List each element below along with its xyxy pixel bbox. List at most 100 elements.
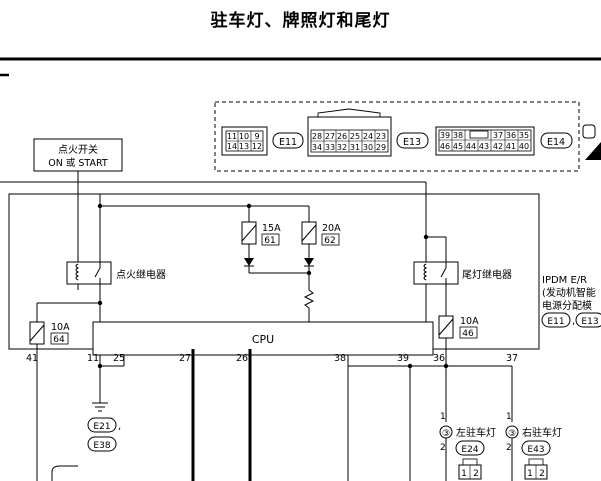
pin-label: 31 [350, 143, 360, 152]
pin-label: 36 [506, 131, 516, 140]
terminal-label: 36 [433, 353, 445, 364]
terminal-label: 37 [506, 353, 518, 364]
connector-id: E13 [581, 317, 598, 327]
pin-label: 39 [440, 131, 450, 140]
plug-pin: 2 [539, 469, 545, 479]
terminal-label: 38 [334, 353, 346, 364]
lamp-label: 左驻车灯 [456, 426, 496, 439]
terminal-label: 26 [236, 353, 248, 364]
ipdm-desc-line1: (发动机智能 [542, 286, 596, 299]
pin-label: 38 [453, 131, 463, 140]
lamp-pin: 1 [440, 412, 446, 422]
ignition-relay-label: 点火继电器 [116, 268, 166, 281]
fuse-10a-left: 10A 64 [29, 321, 70, 345]
fuse-15a: 15A 61 [241, 221, 281, 246]
ground-separator: , [118, 421, 121, 432]
lamp-label: 右驻车灯 [522, 426, 562, 439]
pin-label: 41 [506, 142, 516, 151]
pin-label: 45 [453, 142, 463, 151]
ignition-switch-mode: ON 或 START [48, 157, 108, 169]
pin-label: 23 [376, 132, 386, 141]
coil-icon [423, 263, 428, 281]
ignition-switch-label: 点火开关 [58, 143, 98, 156]
pin-label: 12 [252, 142, 262, 151]
ground-icon [92, 402, 108, 412]
pin-label: 42 [493, 142, 503, 151]
pin-label: 29 [376, 143, 386, 152]
pin-label: 25 [350, 132, 360, 141]
switch-contact-icon [94, 267, 101, 278]
diode-icon [304, 258, 314, 266]
lamp-pin: 2 [506, 443, 512, 453]
pin-label: 30 [363, 143, 373, 152]
fuse-number: 46 [462, 329, 474, 339]
coil-icon [75, 263, 80, 281]
ignition-relay: 点火继电器 [66, 261, 166, 285]
pin-label: 40 [519, 142, 529, 151]
switch-contact-icon [440, 267, 447, 278]
connector-e13: 28 27 26 25 24 23 34 33 32 31 30 29 E13 [307, 108, 429, 157]
right-parking-lamp: 1 ③ 右驻车灯 2 E43 1 2 [505, 412, 562, 481]
connector-id: E11 [547, 317, 564, 327]
terminal-label: 41 [26, 353, 38, 364]
connector-id: E13 [403, 137, 421, 148]
connector-id: E11 [279, 137, 297, 148]
plug-pin: 2 [473, 469, 479, 479]
left-parking-lamp: 1 ③ 左驻车灯 2 E24 1 2 [439, 412, 496, 481]
lamp-symbol: ③ [508, 429, 516, 439]
svg-text:,: , [572, 316, 575, 327]
pin-label: 13 [239, 142, 249, 151]
terminal-label: 27 [179, 353, 191, 364]
pin-label: 11 [227, 132, 237, 141]
terminal-label: 39 [397, 353, 409, 364]
fuse-rating: 15A [262, 223, 281, 234]
fuse-20a: 20A 62 [301, 221, 341, 246]
ground-connector-id: E21 [93, 422, 110, 432]
fuse-rating: 10A [460, 316, 479, 327]
pin-label: 9 [254, 132, 259, 141]
plug-pin: 1 [461, 469, 467, 479]
fuse-rating: 20A [322, 223, 341, 234]
pin-label: 34 [312, 143, 322, 152]
pin-label: 37 [493, 131, 503, 140]
lamp-pin: 1 [506, 412, 512, 422]
tail-relay: 尾灯继电器 [413, 261, 512, 285]
fuse-number: 62 [324, 236, 335, 246]
pin-label: 33 [325, 143, 335, 152]
lamp-connector-id: E24 [461, 445, 478, 455]
fuse-number: 61 [264, 236, 275, 246]
connector-legend-box [214, 101, 580, 172]
connector-e11: 11 10 9 14 13 12 E11 [221, 126, 304, 156]
terminal-label: 11 [87, 353, 99, 364]
ipdm-desc-line2: 电源分配模 [542, 299, 592, 312]
pin-label: 27 [325, 132, 335, 141]
diode-icon [244, 258, 254, 266]
pin-label: 24 [363, 132, 373, 141]
connector-id: E14 [547, 137, 565, 148]
connector-e14: 39 38 37 36 35 46 45 44 43 42 41 40 E14 [435, 126, 573, 156]
pin-label: 43 [479, 142, 489, 151]
cutoff-connector-icon [51, 465, 78, 481]
pin-label: 46 [440, 142, 450, 151]
ignition-switch-box [33, 138, 123, 172]
pin-label: 10 [239, 132, 249, 141]
fuse-number: 64 [53, 335, 65, 345]
pin-label: 44 [466, 142, 476, 151]
ground-connector-id: E38 [93, 441, 110, 451]
fuse-rating: 10A [51, 322, 70, 333]
lamp-symbol: ③ [442, 429, 450, 439]
lamp-connector-id: E43 [527, 445, 544, 455]
tail-relay-label: 尾灯继电器 [462, 268, 512, 281]
pin-label: 35 [519, 131, 529, 140]
cpu-box [92, 321, 434, 356]
page-title: 驻车灯、牌照灯和尾灯 [210, 11, 391, 31]
ipdm-label: IPDM E/R [542, 275, 587, 286]
fuse-10a-right: 10A 46 [438, 315, 479, 339]
pin-label: 26 [337, 132, 347, 141]
terminal-label: 25 [113, 353, 125, 364]
lamp-pin: 2 [440, 443, 446, 453]
pin-label: 32 [337, 143, 347, 152]
harness-symbol-icon [582, 124, 601, 160]
plug-pin: 1 [527, 469, 533, 479]
